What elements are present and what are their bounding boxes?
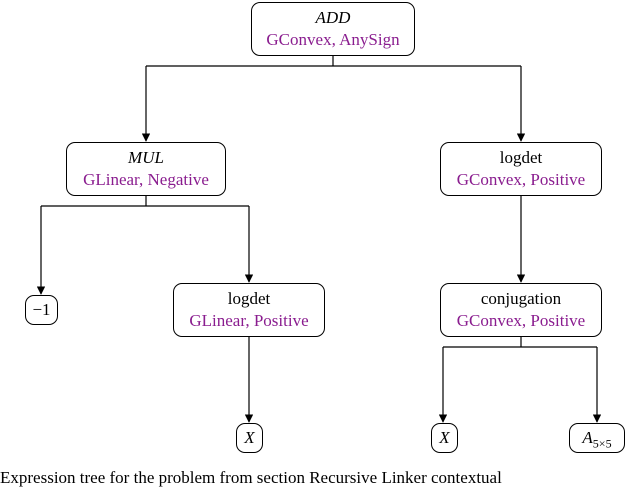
node-a-matrix-symbol: A	[582, 428, 593, 447]
node-mul: MUL GLinear, Negative	[66, 142, 226, 196]
node-add-name: ADD	[315, 8, 351, 27]
node-logdet-left-props: GLinear, Positive	[189, 311, 309, 330]
node-conjugation-props: GConvex, Positive	[456, 311, 586, 330]
node-logdet-right-props: GConvex, Positive	[456, 170, 586, 189]
node-logdet-left-name: logdet	[227, 289, 271, 308]
node-x-right-name: X	[439, 428, 450, 447]
node-mul-name: MUL	[128, 148, 164, 167]
node-conjugation: conjugation GConvex, Positive	[440, 283, 602, 337]
node-add-props: GConvex, AnySign	[266, 30, 400, 49]
node-logdet-right: logdet GConvex, Positive	[440, 142, 602, 196]
node-logdet-right-name: logdet	[499, 148, 543, 167]
node-x-left-name: X	[244, 428, 255, 447]
figure-caption: Expression tree for the problem from sec…	[0, 468, 502, 487]
node-a-matrix: A5×5	[569, 423, 625, 453]
node-a-matrix-subscript: 5×5	[592, 436, 612, 451]
node-logdet-left: logdet GLinear, Positive	[173, 283, 325, 337]
node-x-left: X	[236, 423, 263, 453]
node-neg-one-name: −1	[32, 300, 51, 319]
node-x-right: X	[431, 423, 458, 453]
node-add: ADD GConvex, AnySign	[251, 2, 415, 56]
node-a-matrix-name: A5×5	[570, 427, 624, 454]
node-conjugation-name: conjugation	[480, 289, 562, 308]
node-neg-one: −1	[25, 295, 58, 325]
node-mul-props: GLinear, Negative	[83, 170, 209, 189]
